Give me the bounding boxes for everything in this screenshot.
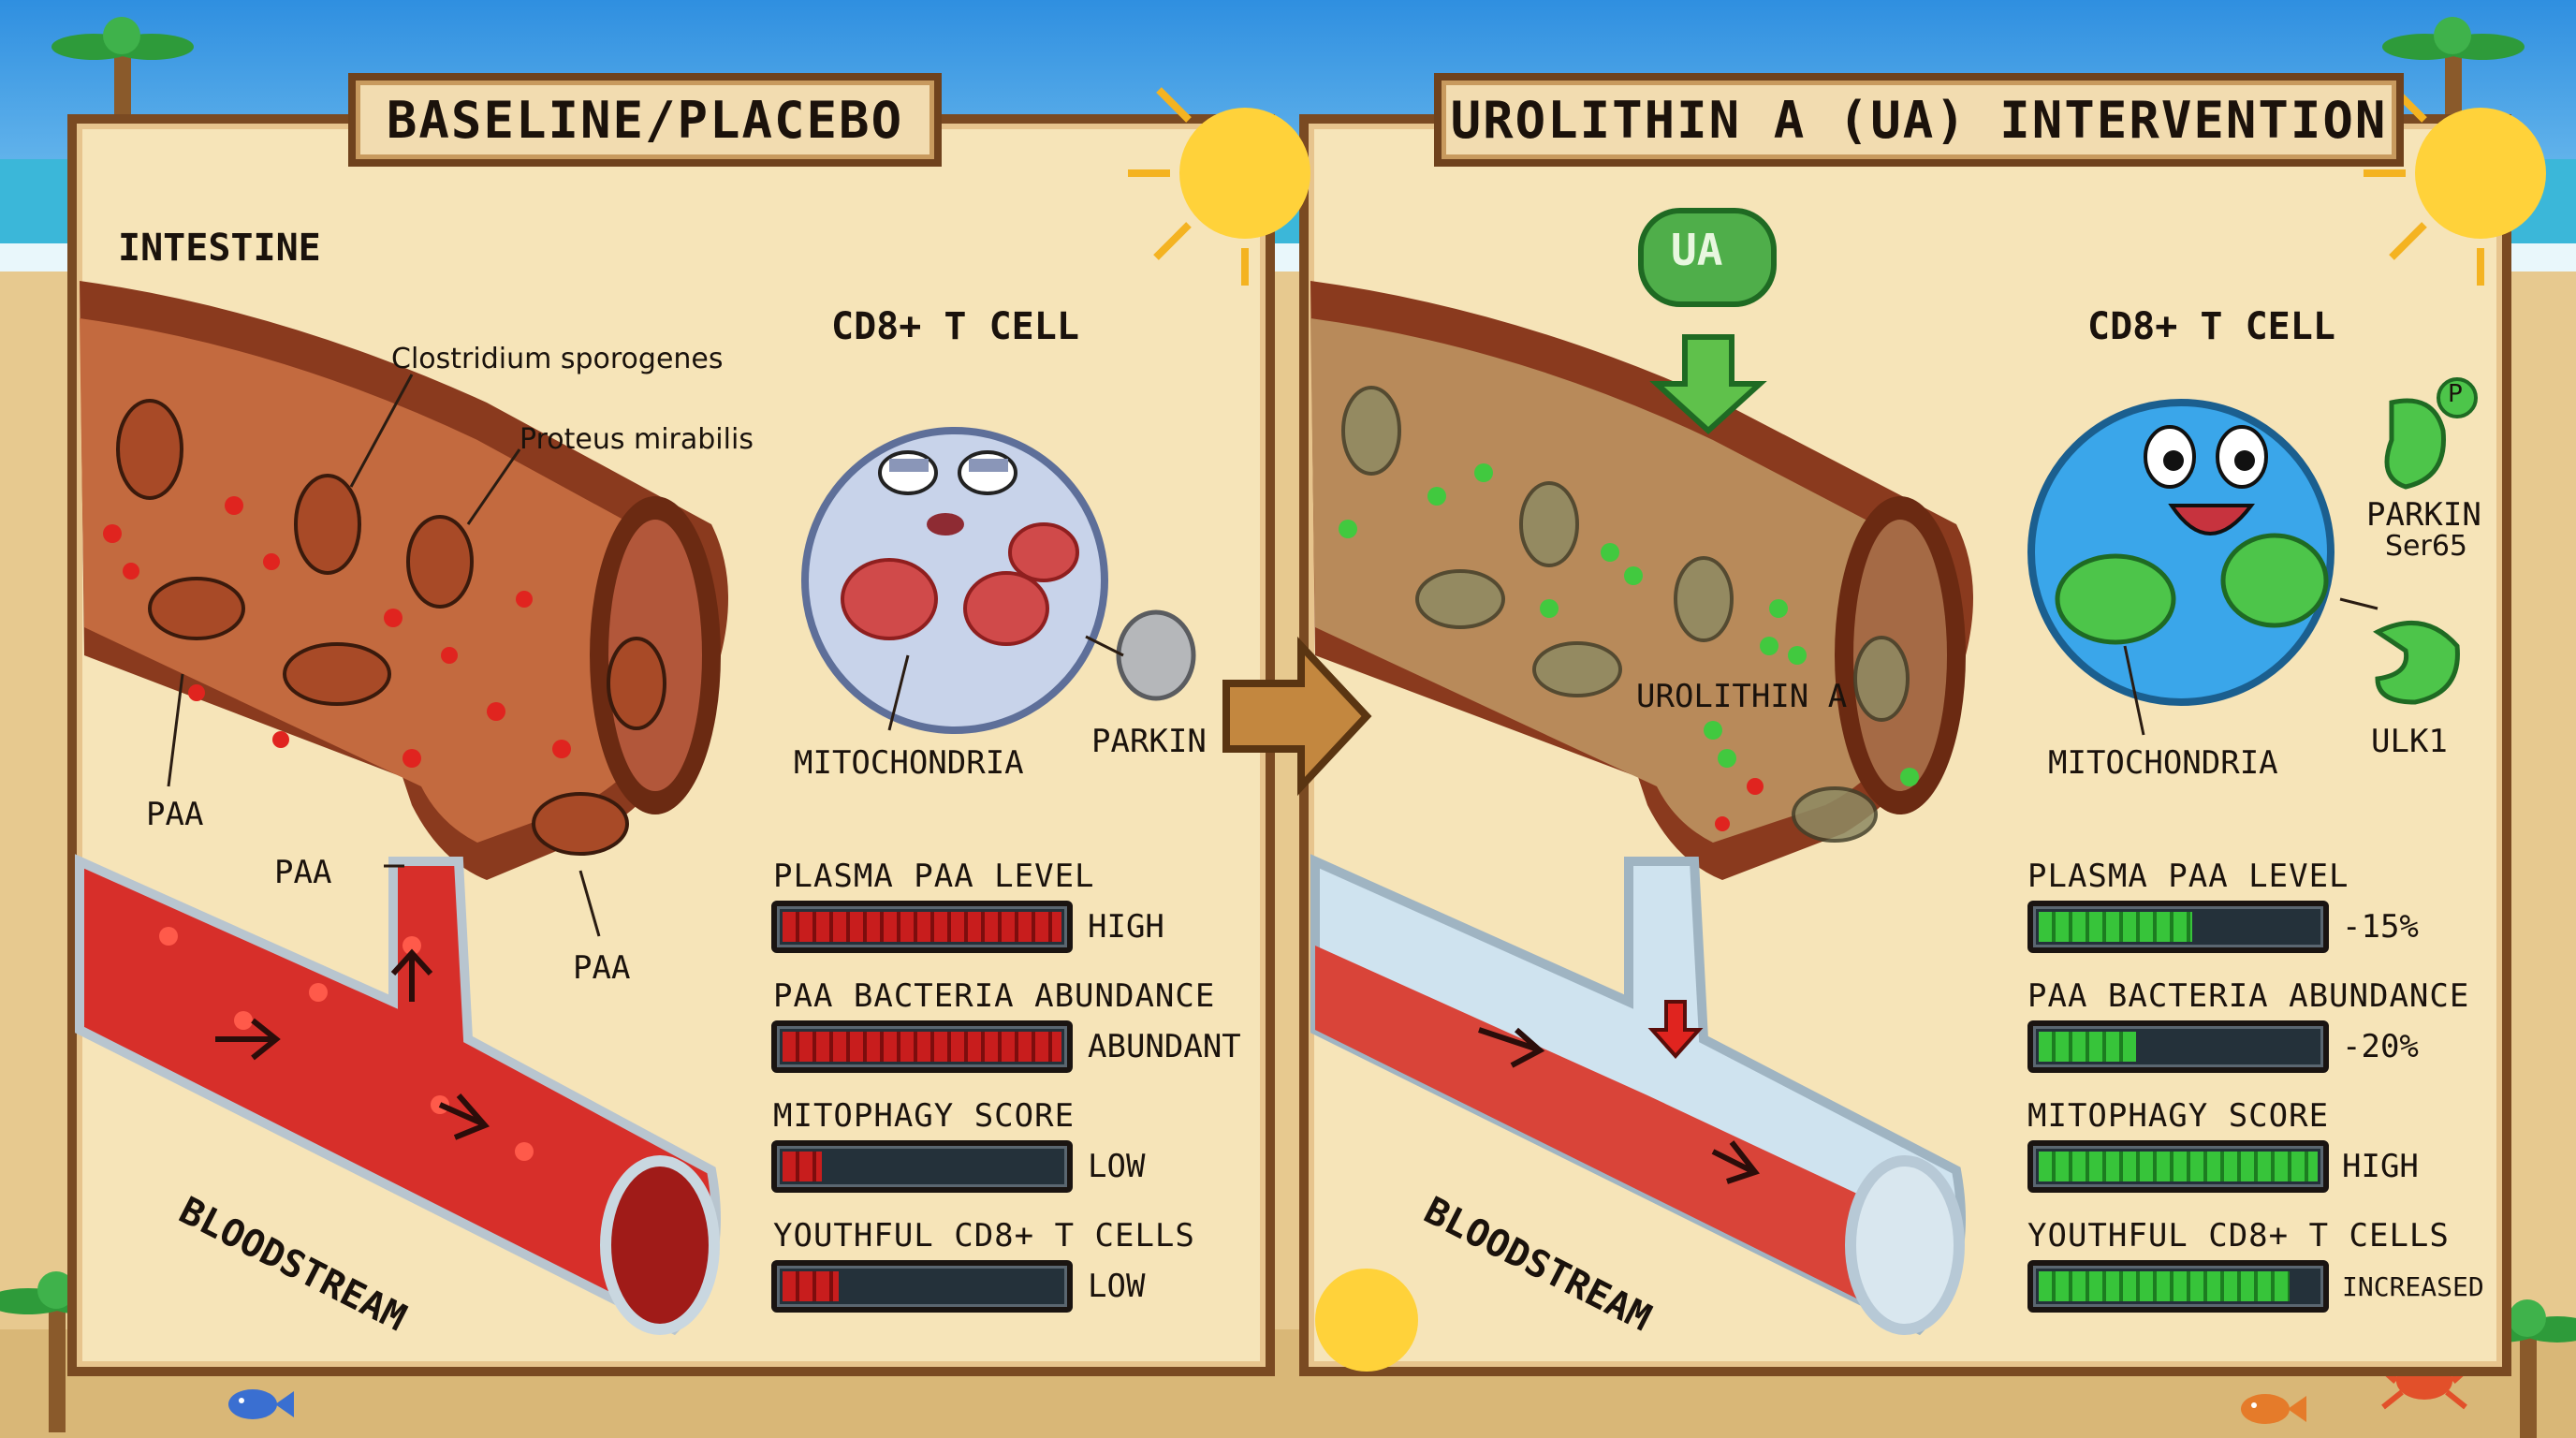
metric-label: PLASMA PAA LEVEL [773, 858, 1095, 895]
blood-vessel-left [75, 854, 721, 1336]
metric-label: PAA BACTERIA ABUNDANCE [2027, 977, 2470, 1015]
arrow-up-icon [390, 948, 433, 1002]
pill-icon [1638, 208, 1777, 307]
metric-bar-fill [2039, 1152, 2318, 1181]
mitochondria-label: MITOCHONDRIA [2048, 744, 2278, 782]
parkin-label: PARKIN [1091, 723, 1207, 760]
metric-bar [2027, 1260, 2329, 1313]
metric-label: YOUTHFUL CD8+ T CELLS [2027, 1217, 2450, 1255]
bacteria-cluster-left [116, 399, 666, 856]
fish-icon [228, 1389, 294, 1419]
metric-label: PAA BACTERIA ABUNDANCE [773, 977, 1216, 1015]
parkin-protein-left [1116, 609, 1196, 701]
metric-value: -15% [2342, 908, 2419, 946]
paa-particles-left [103, 496, 571, 768]
blood-vessel-right [1310, 854, 1966, 1336]
metric-value: LOW [1088, 1268, 1146, 1305]
metric-value: ABUNDANT [1088, 1028, 1241, 1065]
metric-bar-fill [2039, 1271, 2290, 1301]
metric-bar-fill [783, 912, 1061, 942]
intervention-title: UROLITHIN A (UA) INTERVENTION [1434, 73, 2404, 167]
metric-bar [2027, 1020, 2329, 1073]
metric-label: YOUTHFUL CD8+ T CELLS [773, 1217, 1195, 1255]
cell-title: CD8+ T CELL [2087, 305, 2335, 348]
cell-title: CD8+ T CELL [831, 305, 1079, 348]
metric-value: LOW [1088, 1148, 1146, 1185]
paa-label: PAA [573, 949, 631, 987]
sun-icon [2364, 87, 2546, 286]
parkin-label: PARKIN [2366, 496, 2481, 534]
metric-bar-fill [2039, 1032, 2136, 1062]
metric-bar [771, 1260, 1073, 1313]
metric-value: INCREASED [2342, 1271, 2484, 1302]
pill-label: UA [1671, 225, 1723, 275]
metric-label: MITOPHAGY SCORE [773, 1097, 1076, 1135]
ulk1-label: ULK1 [2371, 723, 2448, 760]
intestine-tube-left [80, 281, 728, 880]
metric-bar [2027, 901, 2329, 953]
metric-bar [771, 901, 1073, 953]
callout-lines-right [2123, 597, 2378, 736]
baseline-title: BASELINE/PLACEBO [348, 73, 942, 167]
metric-bar-fill [783, 1271, 839, 1301]
metric-value: HIGH [2342, 1148, 2419, 1185]
urolithin-particles [1339, 463, 1919, 786]
sun-icon [1315, 1269, 1418, 1372]
arrow-down-icon [1649, 334, 1767, 435]
bacteria-cluster-right [1341, 386, 1910, 843]
paa-label: PAA [274, 854, 332, 891]
fish-icon [2241, 1394, 2306, 1424]
metric-label: MITOPHAGY SCORE [2027, 1097, 2330, 1135]
phosphate-badge: P [2448, 380, 2463, 408]
metric-label: PLASMA PAA LEVEL [2027, 858, 2349, 895]
metric-value: HIGH [1088, 908, 1164, 946]
palm-tree-icon [2382, 17, 2525, 131]
metric-value: -20% [2342, 1028, 2419, 1065]
metric-bar [2027, 1140, 2329, 1193]
t-cell-happy [2027, 399, 2334, 706]
t-cell-tired [801, 427, 1108, 734]
arrow-down-icon [1647, 1000, 1704, 1060]
paa-label: PAA [146, 796, 204, 833]
urolithin-label: UROLITHIN A [1636, 678, 1848, 715]
metric-bar-fill [2039, 912, 2192, 942]
metric-bar [771, 1140, 1073, 1193]
sun-icon [1128, 87, 1310, 286]
parkin-protein-right [2384, 377, 2478, 490]
callout-lines-left [167, 374, 1124, 937]
bacteria-label-clostridium: Clostridium sporogenes [391, 343, 724, 375]
arrow-right-icon [1222, 636, 1372, 797]
ulk1-protein [2373, 620, 2460, 705]
metric-bar-fill [783, 1032, 1061, 1062]
palm-tree-icon [51, 17, 194, 131]
arrow-right-icon [215, 1018, 490, 1140]
metric-bar-fill [783, 1152, 822, 1181]
bacteria-label-proteus: Proteus mirabilis [520, 423, 754, 456]
mitochondria-label: MITOCHONDRIA [794, 744, 1024, 782]
blood-cells-left [159, 927, 534, 1161]
intestine-tube-right [1310, 281, 1973, 880]
intestine-label: INTESTINE [118, 227, 321, 270]
metric-bar [771, 1020, 1073, 1073]
arrow-right-icon [1478, 1027, 1760, 1184]
parkin-ser65-label: Ser65 [2385, 530, 2468, 563]
